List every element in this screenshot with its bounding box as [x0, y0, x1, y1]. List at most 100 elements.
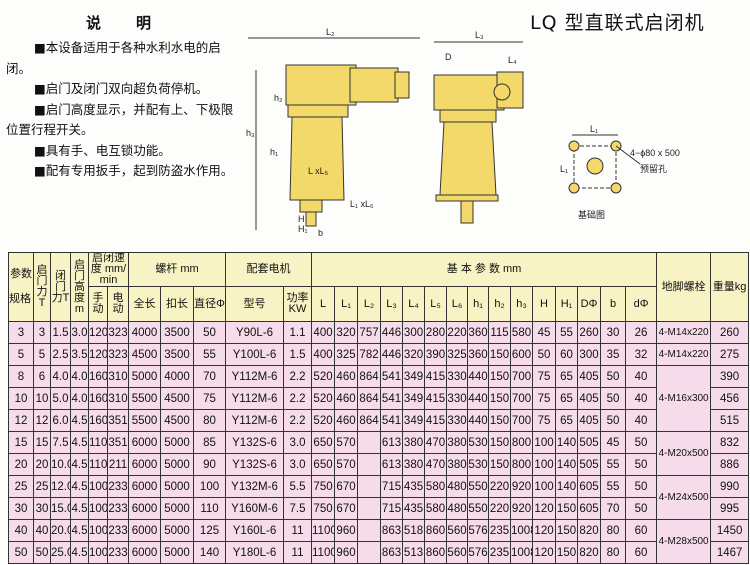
table-cell: 2.2 [283, 387, 313, 410]
foundation-caption: 基础图 [578, 209, 605, 220]
table-cell: 20 [33, 453, 51, 476]
table-cell: 5000 [160, 541, 195, 564]
table-cell: 440 [467, 365, 490, 388]
table-cell: 45 [600, 431, 627, 454]
table-cell: 5000 [128, 365, 162, 388]
spec-table: 参数 规格 启门力T 闭门力T 启门高度m 启闭速度 mm/min 螺杆 mm … [8, 252, 750, 564]
table-cell: 2.5 [50, 343, 71, 366]
table-cell: 3 [8, 321, 34, 344]
table-cell: 55 [600, 475, 627, 498]
table-cell: 820 [577, 519, 602, 542]
table-cell: 211 [106, 453, 130, 476]
table-cell: 4.5 [70, 475, 89, 498]
table-row: 202010.04.51102116000500090Y132S-63.0650… [8, 453, 750, 476]
table-cell: 150 [488, 453, 512, 476]
table-cell: 5 [8, 343, 34, 366]
header-dim: L [311, 286, 336, 322]
label-l1: L₁ [590, 124, 598, 134]
table-cell: 85 [193, 431, 227, 454]
table-cell: Y90L-6 [225, 321, 285, 344]
table-cell: 6000 [128, 541, 162, 564]
table-cell: 50 [625, 475, 658, 498]
table-cell: 15 [33, 431, 51, 454]
table-cell: 325 [334, 343, 359, 366]
table-cell: 4.5 [70, 453, 89, 476]
table-cell: 150 [488, 431, 512, 454]
table-cell: 110 [88, 431, 108, 454]
table-cell: 235 [488, 519, 512, 542]
table-cell: 55 [193, 343, 227, 366]
table-cell: 864 [357, 409, 382, 432]
table-cell: 6.0 [50, 409, 71, 432]
label-b: b [318, 228, 323, 238]
table-cell: 75 [532, 409, 557, 432]
table-cell: 100 [88, 519, 108, 542]
table-cell: 576 [467, 541, 490, 564]
table-cell: 323 [106, 343, 130, 366]
table-cell: 15.0 [50, 497, 71, 520]
table-cell: 50 [193, 321, 227, 344]
table-cell: 405 [577, 387, 602, 410]
table-cell: 30 [600, 321, 627, 344]
table-cell: 886 [710, 453, 750, 476]
table-cell: 80 [600, 541, 627, 564]
description-item: ■具有手、电互锁功能。 [34, 142, 171, 158]
table-cell: 10.0 [50, 453, 71, 476]
page-title: LQ 型直联式启闭机 [530, 12, 705, 34]
table-cell: 650 [311, 453, 336, 476]
table-cell: Y112M-6 [225, 365, 285, 388]
table-cell: 233 [106, 541, 130, 564]
table-cell: 5000 [160, 453, 195, 476]
label-h1-cap: H₁ [298, 224, 308, 234]
table-cell: 320 [334, 321, 359, 344]
header-electric: 电动 [106, 286, 130, 322]
machine-diagrams: L₂ h₃ h₁ h₂ L xL₅ L₁ xL₆ H H₁ b L₃ D L₄ [246, 27, 680, 238]
table-row: 252512.04.510023360005000100Y132M-65.575… [8, 475, 750, 520]
table-cell: 380 [402, 453, 426, 476]
table-cell: 380 [402, 431, 426, 454]
table-cell: 415 [424, 365, 448, 388]
table-cell: 40 [625, 387, 658, 410]
header-dim: b [600, 286, 627, 322]
table-cell: 20 [8, 453, 34, 476]
table-cell: 670 [334, 475, 359, 498]
table-cell: 715 [380, 497, 404, 520]
table-cell: 15 [8, 431, 34, 454]
table-cell: 120 [532, 541, 557, 564]
table-cell: 1008 [510, 519, 534, 542]
table-cell: 351 [106, 409, 130, 432]
table-cell: 4.0 [70, 387, 89, 410]
table-cell: 351 [106, 431, 130, 454]
table-cell: 160 [88, 409, 108, 432]
hole-name: 预留孔 [640, 163, 667, 174]
table-cell: 150 [555, 541, 579, 564]
table-cell: 470 [424, 431, 448, 454]
header-dim: h₁ [467, 286, 490, 322]
table-cell: 7.5 [283, 497, 313, 520]
corner-header: 参数 规格 [8, 252, 34, 322]
bolt-cell: 4-M14x220 [656, 343, 712, 366]
table-cell: 560 [446, 519, 469, 542]
table-cell: 150 [555, 497, 579, 520]
table-cell: 613 [380, 431, 404, 454]
table-cell: Y132S-6 [225, 431, 285, 454]
table-cell: 446 [380, 343, 404, 366]
description-item: ■启门及闭门双向超负荷停机。 [34, 81, 209, 96]
header-diameter: 直径Φ [193, 286, 227, 322]
table-cell: 110 [193, 497, 227, 520]
table-cell: 75 [193, 387, 227, 410]
table-cell: 520 [311, 409, 336, 432]
table-cell: 40 [33, 519, 51, 542]
table-cell: 920 [510, 497, 534, 520]
table-cell: Y100L-6 [225, 343, 285, 366]
table-cell: 757 [357, 321, 382, 344]
table-cell: 4500 [128, 343, 162, 366]
table-cell: 380 [446, 453, 469, 476]
table-cell: 110 [88, 453, 108, 476]
table-cell: 570 [334, 431, 359, 454]
table-cell: 800 [510, 453, 534, 476]
table-cell: 32 [625, 343, 658, 366]
table-cell: 480 [446, 497, 469, 520]
header-total-length: 全长 [128, 286, 162, 322]
table-cell: 715 [380, 475, 404, 498]
